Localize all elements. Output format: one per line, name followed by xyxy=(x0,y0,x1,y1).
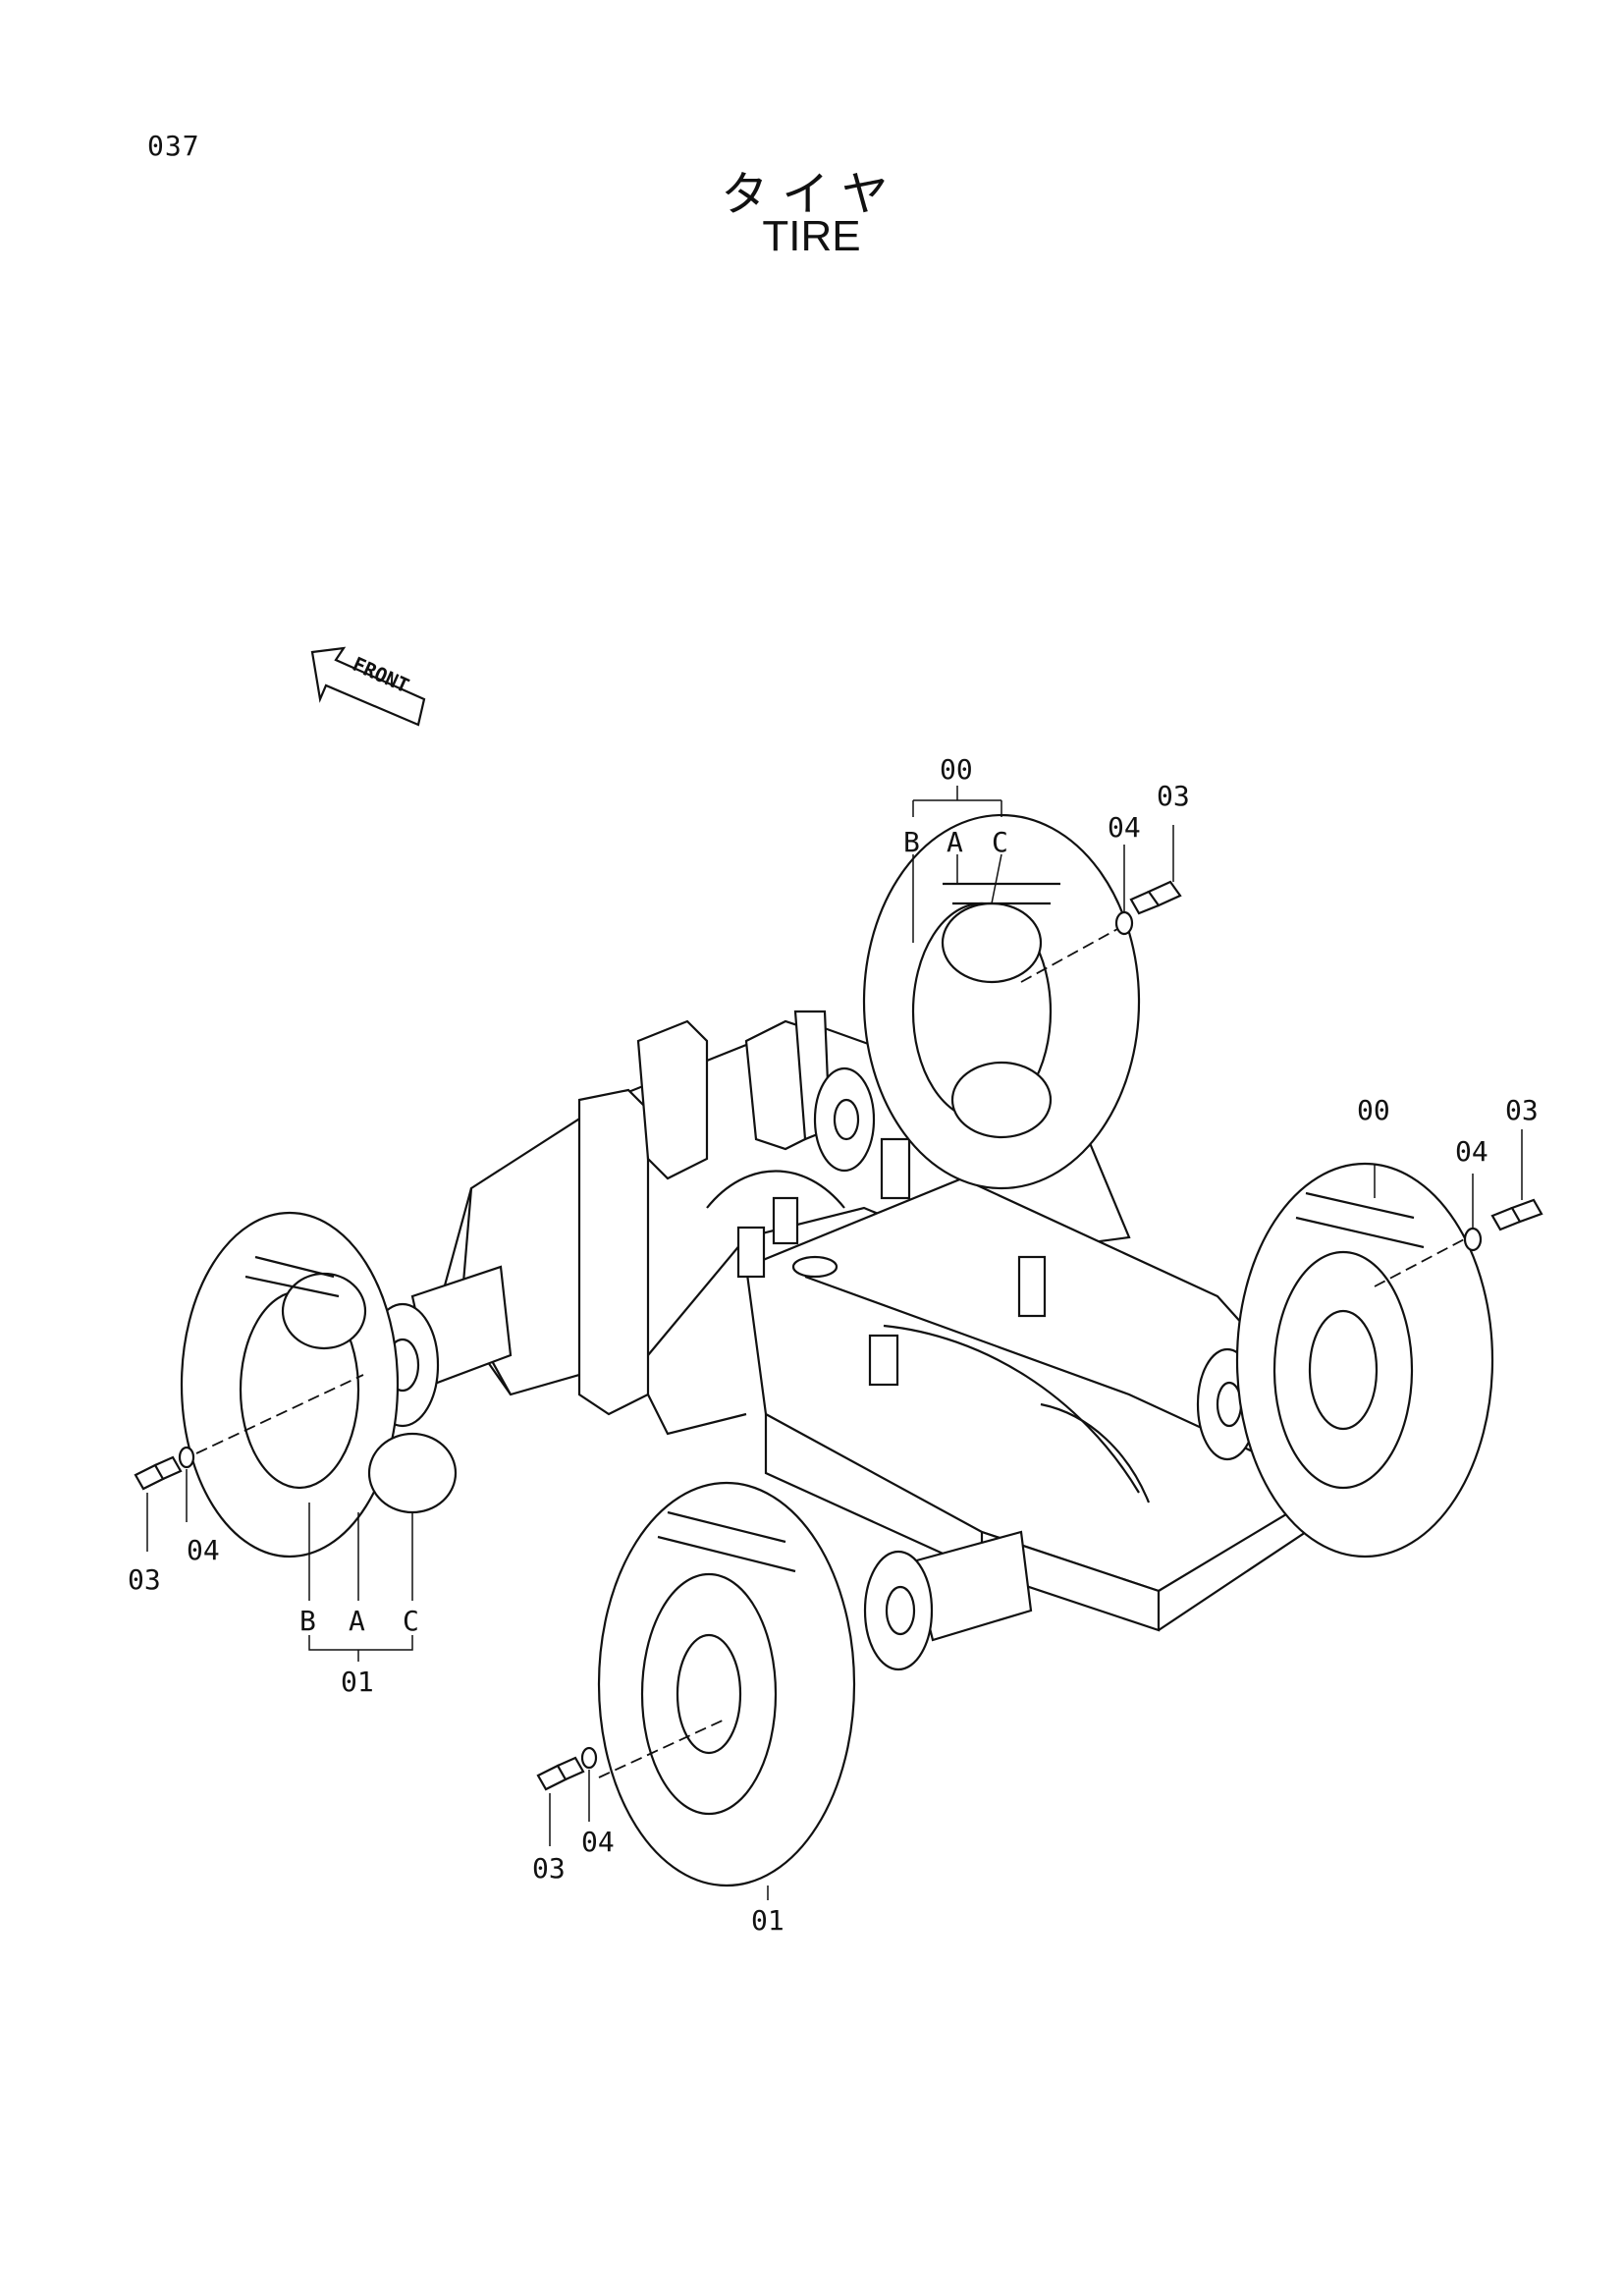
callout-a-top: A xyxy=(947,826,963,858)
callout-assembly-left: 01 xyxy=(341,1666,374,1698)
washer-icon xyxy=(580,1746,598,1770)
page-number: 037 xyxy=(147,130,200,162)
callout-a-left: A xyxy=(349,1605,365,1637)
callout-b-top: B xyxy=(903,826,920,858)
front-arrow-icon: FRONT xyxy=(310,646,426,727)
hub-top xyxy=(813,1066,876,1173)
leader-lines xyxy=(146,786,1523,1900)
callout-tire-bottom: 01 xyxy=(751,1904,784,1937)
washer-icon xyxy=(178,1446,195,1469)
bolt-icon xyxy=(1129,880,1182,915)
callout-c-top: C xyxy=(992,826,1008,858)
callout-washer-bottom: 04 xyxy=(581,1826,615,1858)
bolt-icon xyxy=(1490,1198,1543,1231)
tire-top-right xyxy=(862,813,1141,1190)
tire-bottom xyxy=(597,1481,856,1887)
bolt-icon xyxy=(536,1756,585,1791)
callout-tire-right: 00 xyxy=(1357,1094,1390,1126)
washer-icon xyxy=(1114,910,1134,936)
page-title: TIRE xyxy=(762,212,861,260)
callout-c-left: C xyxy=(403,1605,419,1637)
callout-washer-left: 04 xyxy=(187,1534,220,1566)
page-title-japanese: タイヤ xyxy=(721,167,902,222)
tire-left xyxy=(180,1211,458,1558)
callout-bolt-bottom: 03 xyxy=(532,1852,566,1885)
callout-assembly-top: 00 xyxy=(940,753,973,786)
callout-bolt-top: 03 xyxy=(1157,780,1190,812)
hub-bottom xyxy=(863,1550,934,1671)
callout-bolt-left: 03 xyxy=(128,1563,161,1596)
callout-bolt-right: 03 xyxy=(1505,1094,1539,1126)
callout-washer-top: 04 xyxy=(1108,811,1141,844)
callout-b-left: B xyxy=(299,1605,316,1637)
callout-washer-right: 04 xyxy=(1455,1135,1488,1168)
washer-icon xyxy=(1463,1227,1483,1252)
tire-right xyxy=(1235,1162,1494,1558)
bolt-icon xyxy=(134,1455,183,1491)
